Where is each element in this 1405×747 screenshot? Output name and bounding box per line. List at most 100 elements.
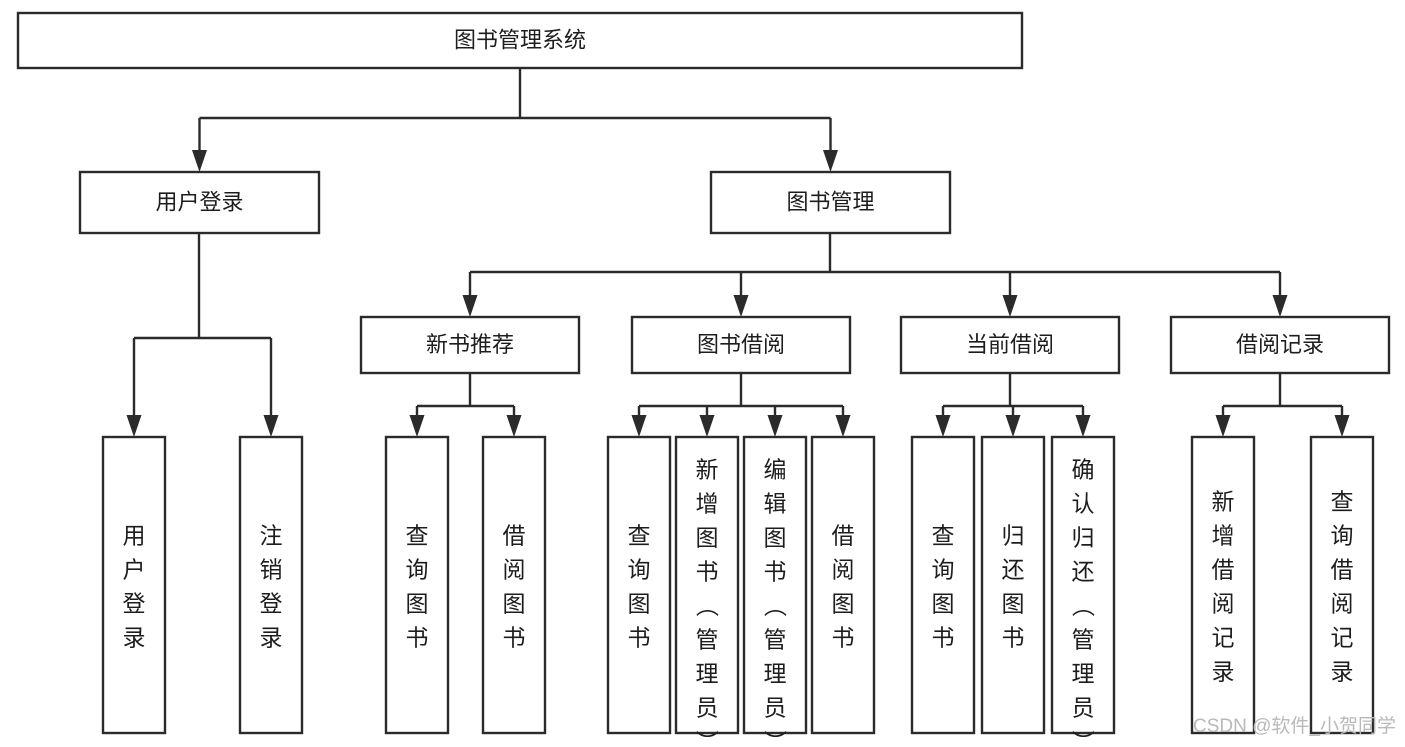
nodes-layer: 图书管理系统用户登录图书管理新书推荐图书借阅当前借阅借阅记录用户登录注销登录查询… xyxy=(16,11,1391,747)
node-label-char: 用 xyxy=(123,523,146,549)
connector-group-borrow-record xyxy=(1215,373,1350,437)
node-box-leaf-query-book-2[interactable] xyxy=(606,435,672,735)
node-label-char: 户 xyxy=(123,557,146,583)
node-label-char: （ xyxy=(762,594,788,617)
arrow-head-icon xyxy=(263,415,279,437)
node-label-char: 查 xyxy=(1331,489,1354,515)
node-label-char: 图 xyxy=(832,591,855,617)
arrow-head-icon xyxy=(823,150,838,172)
node-label-char: 书 xyxy=(832,625,855,651)
node-book-borrow[interactable]: 图书借阅 xyxy=(630,315,852,375)
node-label-char: 理 xyxy=(764,661,787,687)
node-label-char: 借 xyxy=(1331,557,1354,583)
node-label-char: 图 xyxy=(764,525,787,551)
watermark-label: CSDN @软件_小贺同学 xyxy=(1193,715,1396,737)
node-label-user-login: 用户登录 xyxy=(155,189,243,214)
node-box-leaf-borrow-book-1[interactable] xyxy=(481,435,547,735)
node-label-char: 阅 xyxy=(1331,591,1354,617)
node-box-leaf-query-book-1[interactable] xyxy=(384,435,450,735)
node-label-char: 登 xyxy=(123,591,146,617)
node-box-leaf-query-book-3[interactable] xyxy=(910,435,976,735)
node-label-char: 员 xyxy=(696,695,719,721)
node-label-char: 借 xyxy=(1212,557,1235,583)
node-box-leaf-confirm-return[interactable] xyxy=(1050,435,1116,735)
node-box-leaf-query-record[interactable] xyxy=(1309,435,1375,735)
node-box-current-borrow[interactable] xyxy=(899,315,1121,375)
node-label-char: 增 xyxy=(1212,523,1235,549)
node-label-char: 归 xyxy=(1072,525,1095,551)
node-label-char: 借 xyxy=(832,523,855,549)
node-user-login[interactable]: 用户登录 xyxy=(78,170,321,235)
node-label-char: 员 xyxy=(764,695,787,721)
arrow-head-icon xyxy=(462,295,478,317)
node-box-leaf-user-logout[interactable] xyxy=(238,435,304,735)
edges-layer xyxy=(126,68,1350,437)
node-box-leaf-add-record[interactable] xyxy=(1190,435,1256,735)
node-label-char: 录 xyxy=(1331,659,1354,685)
node-label-char: 认 xyxy=(1072,491,1095,517)
node-box-leaf-edit-book[interactable] xyxy=(742,435,808,735)
arrow-head-icon xyxy=(1005,415,1021,437)
node-box-leaf-return-book[interactable] xyxy=(980,435,1046,735)
node-label-char: 查 xyxy=(932,523,955,549)
node-box-book-borrow[interactable] xyxy=(630,315,852,375)
node-box-leaf-borrow-book-2[interactable] xyxy=(810,435,876,735)
node-label-char: 阅 xyxy=(1212,591,1235,617)
node-current-borrow[interactable]: 当前借阅 xyxy=(899,315,1121,375)
arrow-head-icon xyxy=(506,415,522,437)
node-label-char: 书 xyxy=(1002,625,1025,651)
node-label-new-book-rec: 新书推荐 xyxy=(426,332,514,357)
node-label-char: 书 xyxy=(628,625,651,651)
node-label-leaf-user-login: 用户登录 xyxy=(123,523,146,651)
node-box-leaf-user-login[interactable] xyxy=(101,435,167,735)
node-label-char: ） xyxy=(694,730,720,747)
node-box-root[interactable] xyxy=(16,11,1024,70)
node-label-char: 录 xyxy=(1212,659,1235,685)
node-label-char: 增 xyxy=(696,491,719,517)
node-box-user-login[interactable] xyxy=(78,170,321,235)
node-borrow-record[interactable]: 借阅记录 xyxy=(1169,315,1391,375)
node-label-book-borrow: 图书借阅 xyxy=(697,332,785,357)
node-box-new-book-rec[interactable] xyxy=(359,315,581,375)
node-box-leaf-add-book[interactable] xyxy=(674,435,740,735)
arrow-head-icon xyxy=(409,415,425,437)
node-box-borrow-record[interactable] xyxy=(1169,315,1391,375)
node-label-char: 图 xyxy=(503,591,526,617)
node-book-manage[interactable]: 图书管理 xyxy=(709,170,952,235)
arrow-head-icon xyxy=(733,295,749,317)
node-box-book-manage[interactable] xyxy=(709,170,952,235)
node-label-current-borrow: 当前借阅 xyxy=(966,332,1054,357)
arrow-head-icon xyxy=(631,415,647,437)
node-root[interactable]: 图书管理系统 xyxy=(16,11,1024,70)
node-label-char: 录 xyxy=(260,625,283,651)
node-label-char: 登 xyxy=(260,591,283,617)
node-label-char: 阅 xyxy=(832,557,855,583)
node-leaf-user-login[interactable]: 用户登录 xyxy=(101,435,167,735)
node-label-char: （ xyxy=(694,594,720,617)
node-new-book-rec[interactable]: 新书推荐 xyxy=(359,315,581,375)
node-label-char: （ xyxy=(1070,594,1096,617)
node-label-char: ） xyxy=(1070,730,1096,747)
node-label-char: 员 xyxy=(1072,695,1095,721)
node-label-char: 询 xyxy=(406,557,429,583)
